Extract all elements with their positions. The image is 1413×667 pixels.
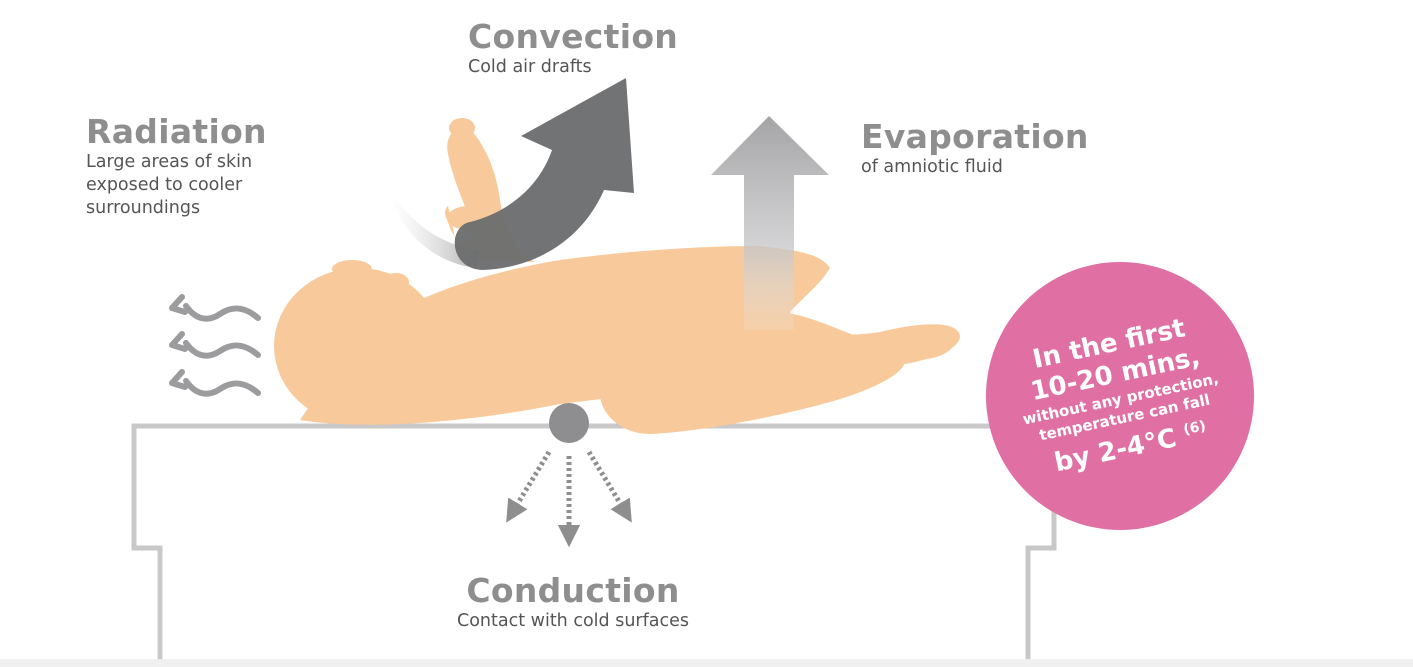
conduction-label: Conduction Contact with cold surfaces <box>431 572 715 633</box>
convection-title: Convection <box>468 17 679 56</box>
radiation-title: Radiation <box>86 112 267 151</box>
evaporation-subtitle: of amniotic fluid <box>861 157 1003 177</box>
radiation-line-2: exposed to cooler <box>86 175 243 195</box>
evaporation-label: Evaporation of amniotic fluid <box>861 118 1089 179</box>
radiation-label: Radiation Large areas of skin exposed to… <box>86 113 306 220</box>
conduction-title: Conduction <box>466 571 680 610</box>
convection-subtitle: Cold air drafts <box>468 57 592 77</box>
radiation-waves-icon <box>169 294 261 397</box>
radiation-line-1: Large areas of skin <box>86 152 253 172</box>
radiation-line-3: surroundings <box>86 198 201 218</box>
evaporation-arrow-icon <box>711 116 829 330</box>
table-outline <box>131 423 1057 660</box>
baby-figure <box>274 118 960 434</box>
conduction-arrows-icon <box>506 450 632 548</box>
conduction-contact-icon <box>549 403 589 443</box>
evaporation-title: Evaporation <box>861 117 1089 156</box>
convection-arrow-icon <box>454 78 634 270</box>
conduction-subtitle: Contact with cold surfaces <box>457 611 689 631</box>
floor-strip <box>0 659 1413 667</box>
temperature-drop-badge: In the first 10-20 mins, without any pro… <box>986 262 1254 530</box>
convection-label: Convection Cold air drafts <box>468 18 678 79</box>
badge-reference: (6) <box>1181 417 1208 439</box>
badge-text: In the first 10-20 mins, without any pro… <box>961 237 1279 555</box>
